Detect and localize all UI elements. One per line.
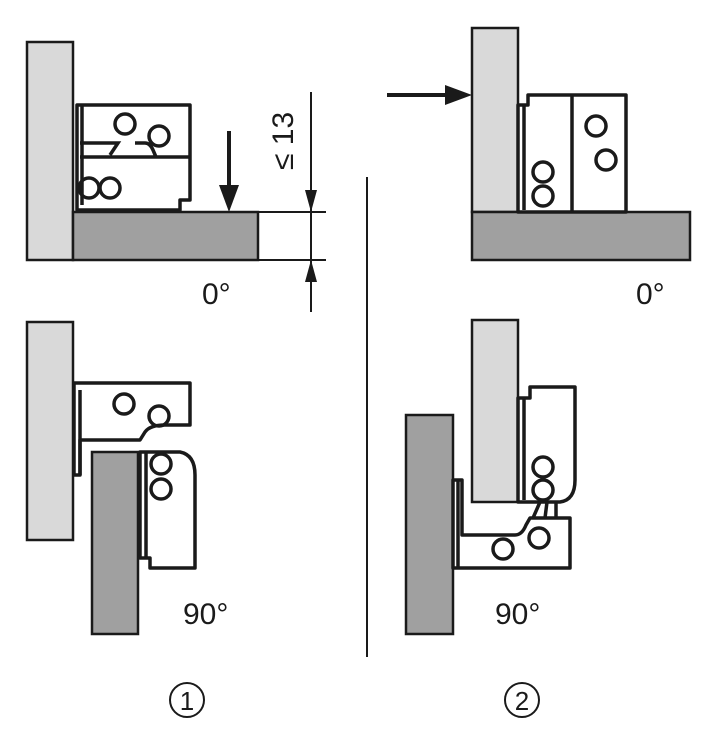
angle-label: 0° bbox=[636, 278, 665, 311]
carcass-side bbox=[71, 210, 260, 262]
carcass-side bbox=[470, 210, 692, 262]
door bbox=[470, 26, 520, 214]
panel-number-2: 2 bbox=[504, 682, 540, 718]
dimension-marker: ≤ 13 bbox=[258, 92, 326, 312]
hinge-cup bbox=[516, 385, 577, 504]
carcass-side bbox=[404, 413, 455, 636]
hinge-pivot bbox=[531, 184, 555, 208]
angle-label: 90° bbox=[495, 598, 540, 631]
hinge-pivot bbox=[147, 404, 171, 428]
arrow-down-icon bbox=[219, 131, 239, 212]
hinge-pivot bbox=[98, 176, 122, 200]
hinge-pivot bbox=[594, 148, 618, 172]
svg-text:2: 2 bbox=[515, 686, 529, 716]
door bbox=[25, 320, 75, 542]
hinge-pivot bbox=[147, 124, 171, 148]
svg-text:1: 1 bbox=[180, 686, 194, 716]
panel-2-open: 90° bbox=[404, 318, 577, 636]
angle-label: 90° bbox=[183, 598, 228, 631]
hinge-pivot bbox=[491, 537, 515, 561]
door bbox=[25, 40, 75, 262]
angle-label: 0° bbox=[202, 278, 231, 311]
hinge-pivot bbox=[584, 114, 608, 138]
hinge-arm bbox=[451, 478, 572, 570]
hinge-pivot bbox=[113, 112, 137, 136]
hinge-pivot bbox=[531, 160, 555, 184]
door bbox=[470, 318, 520, 504]
hinge-pivot bbox=[527, 526, 551, 550]
panel-2-closed: 0° bbox=[387, 26, 692, 311]
hinge-pivot bbox=[531, 455, 555, 479]
hinge-pivot bbox=[112, 392, 136, 416]
hinge-pivot bbox=[149, 477, 173, 501]
panel-number-1: 1 bbox=[169, 682, 205, 718]
hinge-pivot bbox=[531, 478, 555, 502]
dimension-label: ≤ 13 bbox=[267, 112, 300, 170]
carcass-side bbox=[90, 450, 140, 636]
panel-1-open: 90° bbox=[25, 320, 228, 636]
panel-1-closed: ≤ 13 0° bbox=[25, 40, 326, 312]
arrow-right-icon bbox=[387, 85, 472, 105]
hinge-pivot bbox=[149, 452, 173, 476]
